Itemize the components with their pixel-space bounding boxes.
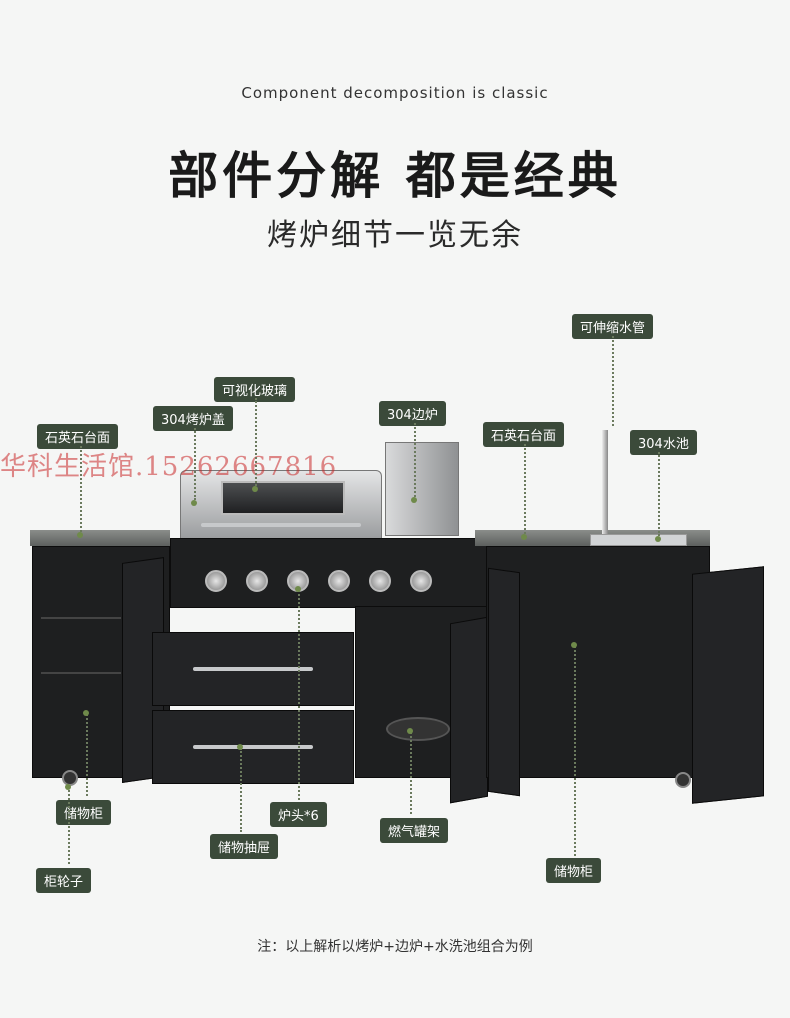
outdoor-kitchen-illustration [30,420,770,804]
label-faucet: 可伸缩水管 [572,314,654,339]
label-countertop-left: 石英石台面 [37,424,119,449]
burner-knob [410,570,432,592]
label-cabinet-left: 储物柜 [56,800,112,825]
storage-drawer-bottom [152,710,354,784]
caster-wheel [62,770,78,786]
label-countertop-right: 石英石台面 [483,422,565,447]
burner-knob [369,570,391,592]
burner-knob [328,570,350,592]
label-storage-drawer: 储物抽屉 [210,834,279,859]
label-cabinet-right: 储物柜 [546,858,602,883]
left-countertop [30,530,170,546]
right-cabinet [486,546,710,778]
sink-basin [590,534,687,546]
burner-knob [246,570,268,592]
label-side-burner: 304边炉 [379,401,446,426]
footnote: 注：以上解析以烤炉+边炉+水洗池组合为例 [257,939,533,955]
viewing-glass [221,481,345,515]
page-title: 部件分解 都是经典 [168,147,622,205]
faucet [602,430,608,534]
label-gas-rack: 燃气罐架 [380,818,449,843]
storage-drawer-top [152,632,354,706]
right-cabinet-door-left [488,567,520,797]
subtitle-chinese: 烤炉细节一览无余 [267,218,523,253]
gas-rack-door [450,616,488,804]
caster-wheel [675,772,691,788]
label-grill-lid: 304烤炉盖 [153,406,233,431]
right-cabinet-door-right [692,566,764,804]
side-burner-lid [385,442,459,536]
subtitle-english: Component decomposition is classic [241,84,549,102]
grill-lid [180,470,382,540]
watermark: 华科生活馆.15262667816 [0,452,338,482]
label-sink: 304水池 [630,430,697,455]
label-burners: 炉头*6 [270,802,327,827]
label-viewing-glass: 可视化玻璃 [214,377,296,402]
burner-knob [205,570,227,592]
label-casters: 柜轮子 [36,868,92,893]
